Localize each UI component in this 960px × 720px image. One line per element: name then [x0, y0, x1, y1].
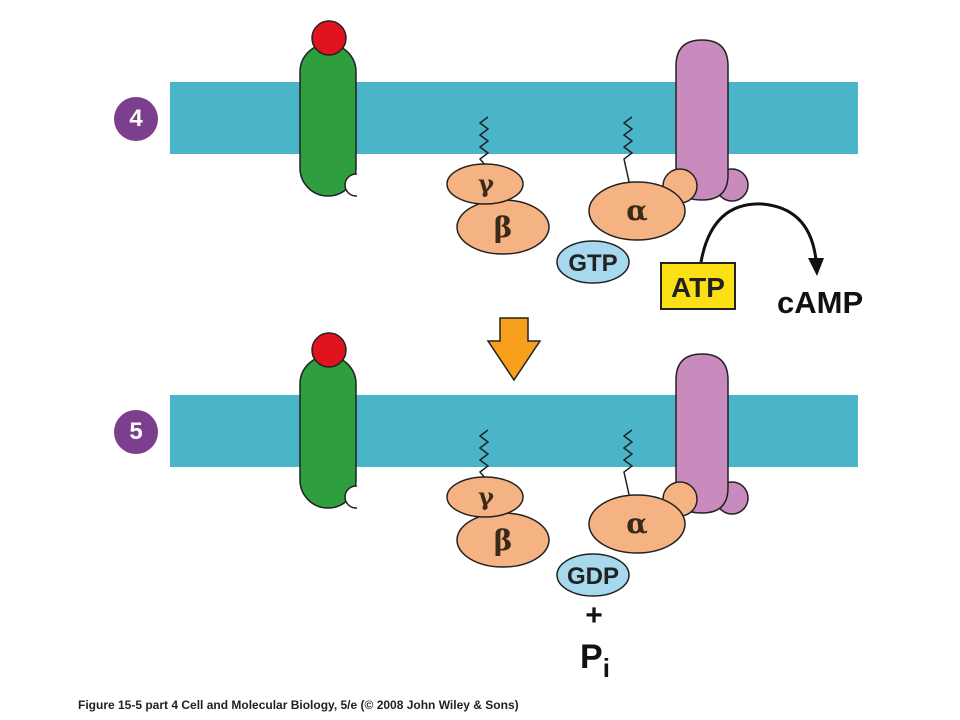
phosphate-label: Pi: [580, 638, 610, 683]
panel-step-4: γ β α GTP ATP cAMP: [170, 20, 863, 320]
gdp-label: GDP: [567, 563, 619, 590]
gtp-label: GTP: [568, 250, 617, 277]
gamma-label: γ: [478, 482, 494, 511]
gdp-molecule: [556, 553, 630, 597]
conversion-arrowhead: [808, 258, 824, 276]
receptor: [299, 332, 371, 512]
beta-label: β: [494, 211, 513, 244]
step-transition-arrow: [486, 317, 542, 382]
alpha-subunit: [588, 494, 686, 554]
step-4-badge: 4: [114, 97, 158, 141]
adenylyl-cyclase: [675, 353, 749, 515]
step-5-badge: 5: [114, 410, 158, 454]
gamma-subunit: [446, 163, 524, 205]
alpha-subunit: [588, 181, 686, 241]
gtp-molecule: [556, 240, 630, 284]
hormone-ligand: [311, 332, 347, 368]
adenylyl-cyclase: [675, 39, 749, 202]
lipid-anchor-alpha: [622, 429, 634, 500]
plus-sign: +: [585, 599, 603, 632]
lipid-anchor-gamma: [478, 116, 490, 167]
membrane-band: [170, 395, 858, 467]
panel-step-5: γ β α GDP + Pi: [170, 332, 858, 683]
alpha-label: α: [626, 194, 648, 227]
receptor: [299, 20, 371, 200]
figure-caption: Figure 15-5 part 4 Cell and Molecular Bi…: [78, 698, 519, 712]
lipid-anchor-alpha: [622, 116, 634, 187]
membrane-band: [170, 82, 858, 154]
gamma-label: γ: [478, 169, 494, 198]
conversion-arrow: [699, 202, 818, 263]
beta-label: β: [494, 524, 513, 557]
camp-label: cAMP: [777, 285, 863, 320]
gamma-subunit: [446, 476, 524, 518]
lipid-anchor-gamma: [478, 429, 490, 480]
alpha-label: α: [626, 507, 648, 540]
phosphate-subscript: i: [603, 653, 610, 683]
atp-label: ATP: [671, 272, 725, 303]
hormone-ligand: [311, 20, 347, 56]
atp-box: [660, 262, 736, 310]
phosphate-symbol: P: [580, 638, 603, 676]
